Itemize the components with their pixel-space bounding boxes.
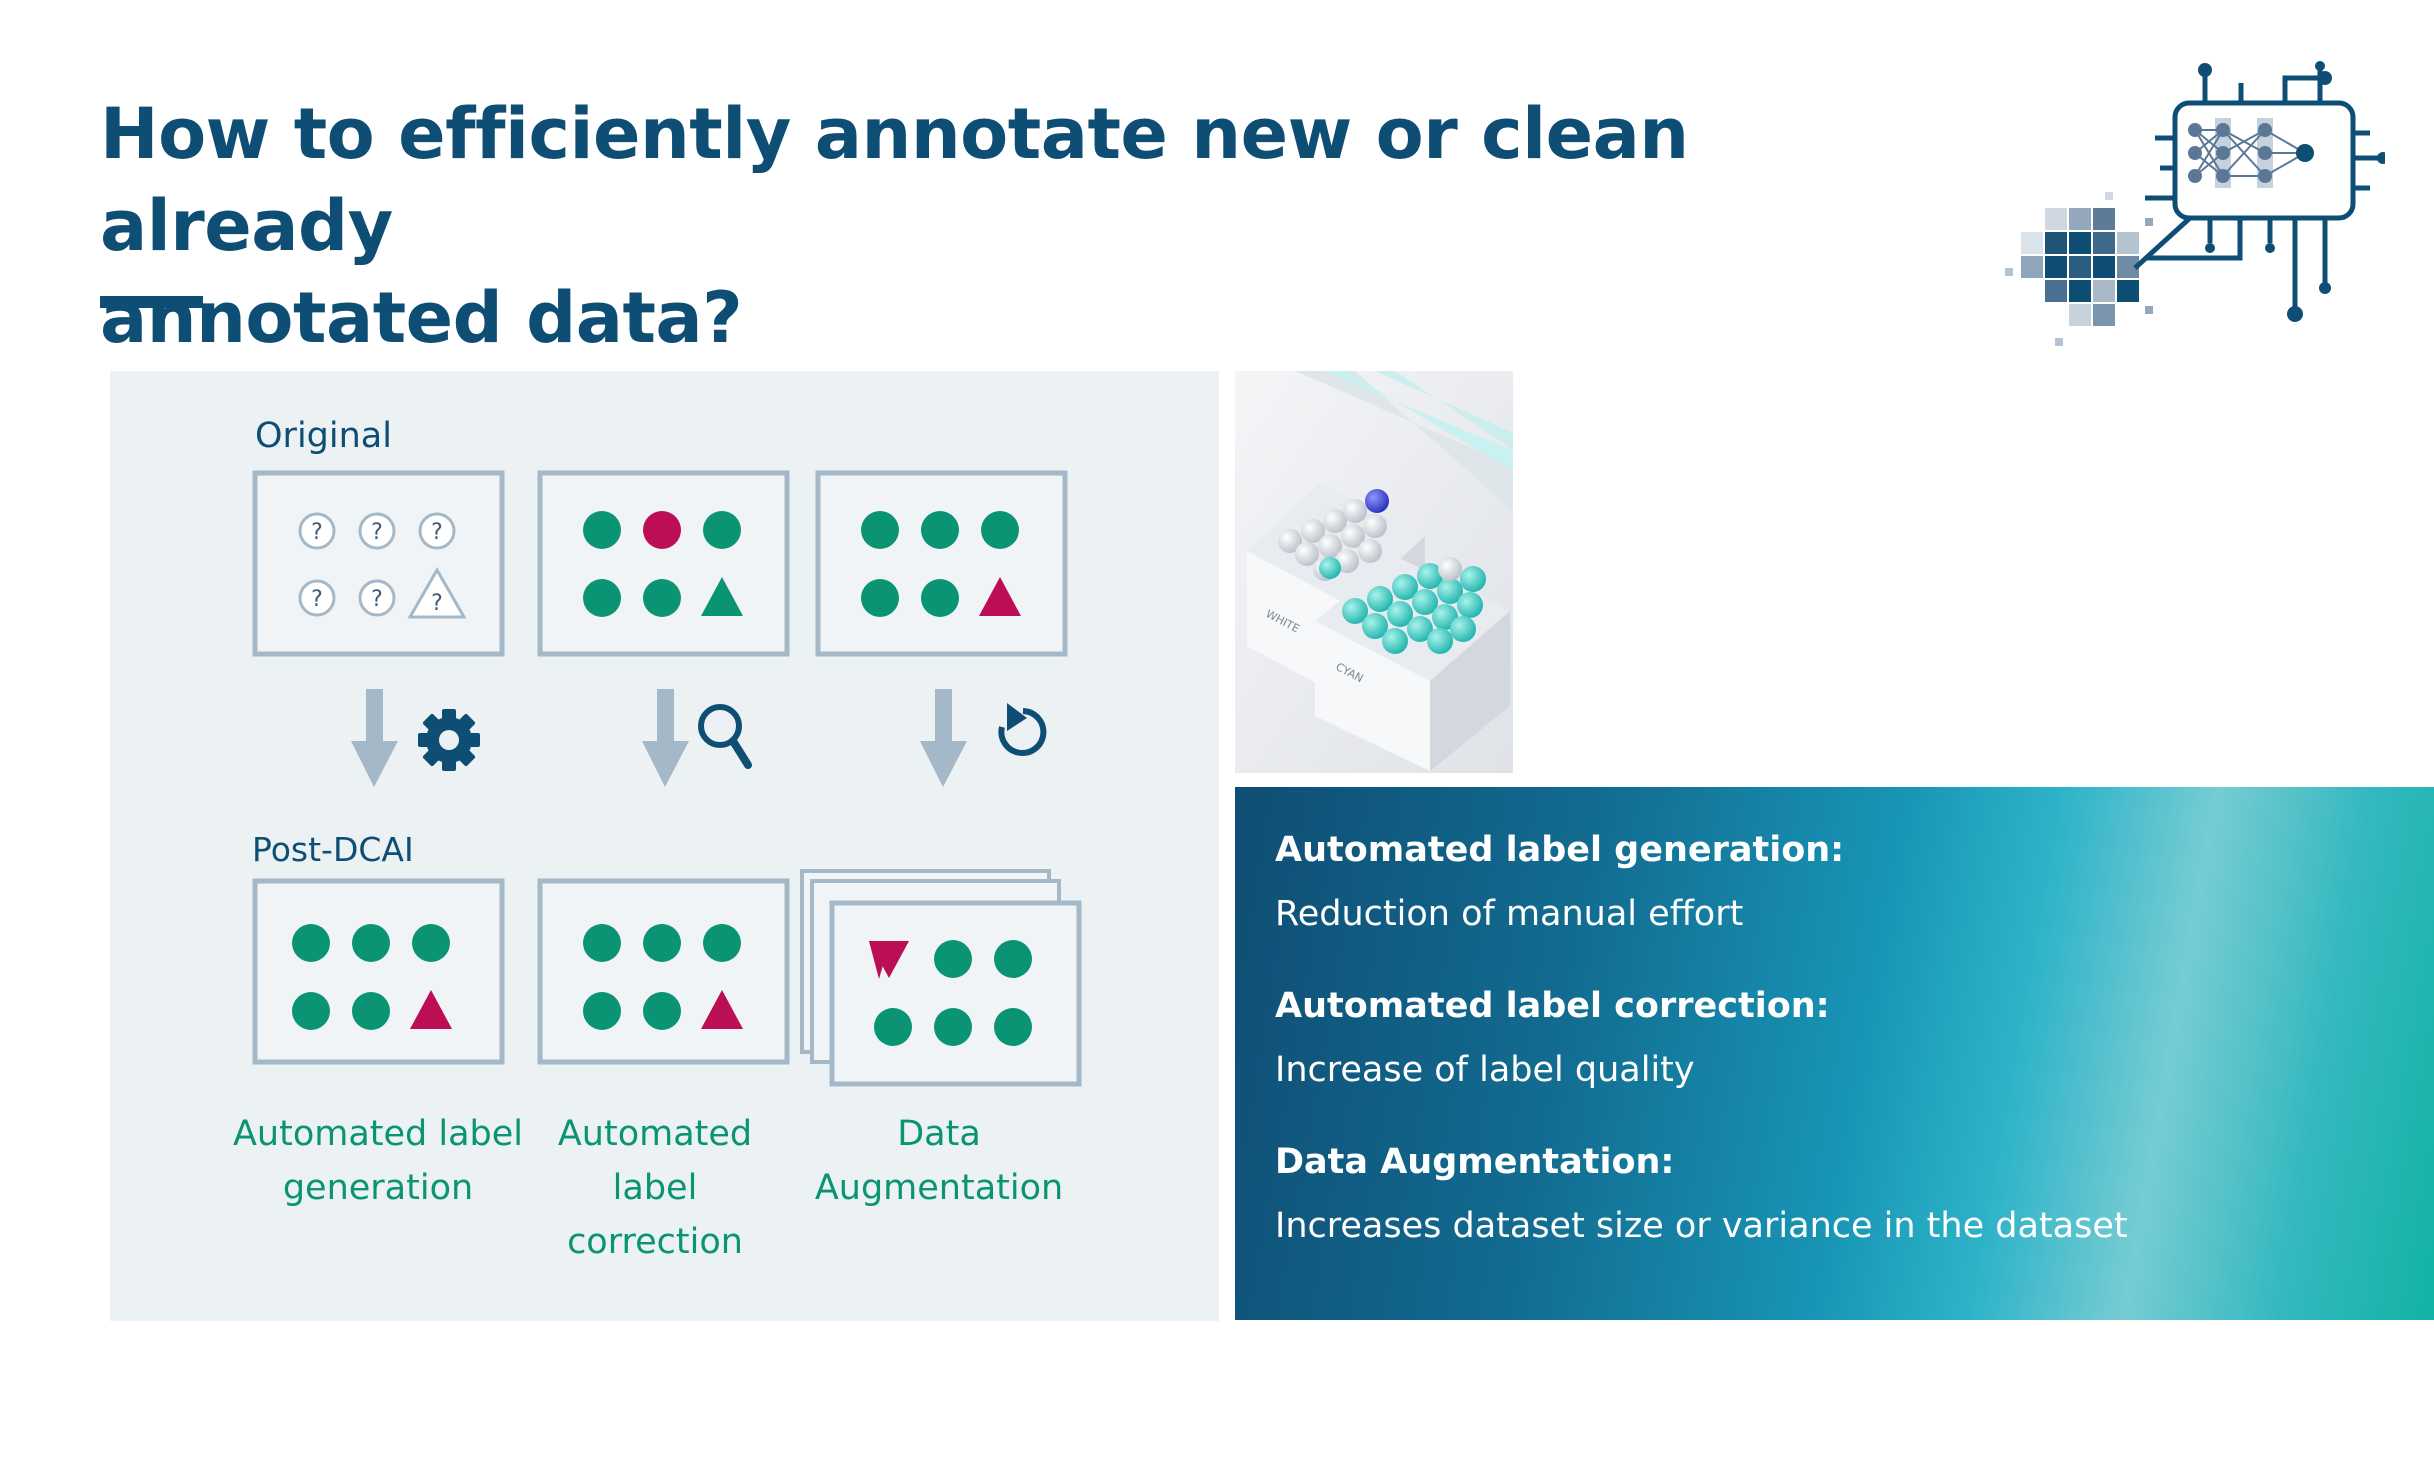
benefit-item: Automated label generation: Reduction of…	[1275, 825, 2395, 939]
caption-data-augmentation-line-2: Augmentation	[815, 1168, 1063, 1208]
caption-data-augmentation-line-1: Data	[897, 1114, 981, 1154]
gear-icon	[418, 709, 480, 771]
dcai-diagram: Original Post-DCAI ? ? ? ? ? ?	[233, 416, 1082, 1262]
benefit-heading: Automated label generation:	[1275, 830, 1845, 870]
question-mark: ?	[431, 520, 443, 545]
rotate-icon	[998, 703, 1047, 756]
original-frame-noisy	[537, 470, 790, 657]
benefit-item: Data Augmentation: Increases dataset siz…	[1275, 1137, 2395, 1251]
benefit-description: Increase of label quality	[1275, 1050, 1695, 1090]
white-balls	[1278, 489, 1389, 581]
question-mark: ?	[431, 591, 443, 616]
noisy-label-samples	[583, 511, 743, 617]
benefit-item: Automated label correction: Increase of …	[1275, 981, 2395, 1095]
generated-label-samples	[292, 924, 452, 1030]
sorted-balls-illustration: WHITE CYAN	[1235, 371, 1513, 773]
caption-automated-label-correction-line-3: correction	[567, 1222, 743, 1262]
benefit-heading: Data Augmentation:	[1275, 1142, 1675, 1182]
question-mark: ?	[311, 520, 323, 545]
cyan-balls	[1342, 557, 1486, 654]
original-samples	[861, 511, 1021, 617]
slide-title-line-2: annotated data?	[100, 277, 743, 359]
question-mark: ?	[371, 587, 383, 612]
caption-automated-label-correction-line-1: Automated	[558, 1114, 752, 1154]
neural-chip-icon	[2005, 61, 2385, 346]
magnifier-icon	[698, 704, 752, 769]
circuit-traces	[2133, 68, 2380, 308]
question-mark: ?	[311, 587, 323, 612]
dcai-diagram-panel: Original Post-DCAI ? ? ? ? ? ?	[110, 371, 1219, 1321]
caption-automated-label-generation-line-2: generation	[283, 1168, 473, 1208]
circuit-nodes	[2198, 61, 2385, 322]
original-frame-small	[815, 470, 1068, 657]
caption-automated-label-generation-line-1: Automated label	[233, 1114, 523, 1154]
benefit-description: Reduction of manual effort	[1275, 894, 1744, 934]
unknown-label-markers	[298, 512, 467, 619]
benefit-description: Increases dataset size or variance in th…	[1275, 1206, 2128, 1246]
post-frame-generated	[252, 878, 505, 1065]
row-label-post-dcai: Post-DCAI	[252, 830, 414, 869]
question-mark: ?	[371, 520, 383, 545]
slide-title: How to efficiently annotate new or clean…	[100, 88, 1850, 364]
row-label-original: Original	[255, 416, 392, 456]
augmented-frame-front	[829, 900, 1082, 1087]
pixel-cloud	[2005, 192, 2153, 346]
original-frame-unlabeled	[252, 470, 505, 657]
caption-automated-label-correction-line-2: label	[613, 1168, 698, 1208]
benefit-heading: Automated label correction:	[1275, 986, 1830, 1026]
augmented-samples	[869, 940, 1032, 1046]
slide-title-line-1: How to efficiently annotate new or clean…	[100, 93, 1689, 267]
corrected-label-samples	[583, 924, 743, 1030]
title-underline	[100, 296, 203, 308]
benefits-box: Automated label generation: Reduction of…	[1235, 787, 2434, 1320]
benefits-list: Automated label generation: Reduction of…	[1275, 825, 2395, 1293]
process-arrows	[351, 689, 967, 787]
neural-net	[2188, 118, 2314, 188]
post-frame-corrected	[537, 878, 790, 1065]
